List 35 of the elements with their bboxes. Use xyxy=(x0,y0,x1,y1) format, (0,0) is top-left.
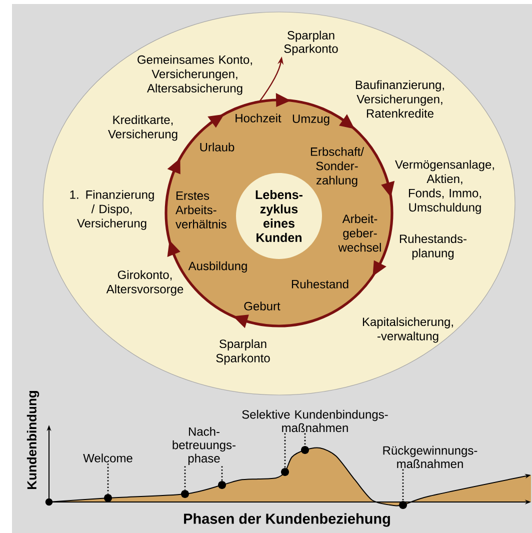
product-label: Baufinanzierung, Versicherungen, Ratenkredite xyxy=(356,80,444,118)
chart-dot xyxy=(218,481,226,489)
chart-dot xyxy=(399,501,407,509)
leader-line xyxy=(184,466,186,490)
product-label: Gemeinsames Konto, Versicherungen, Altersabsicherung xyxy=(138,55,252,95)
annotation-text: Selektive Kundenbindungs- maßnahmen xyxy=(242,410,388,432)
leader-line xyxy=(402,469,404,501)
annotation-text: Rückgewinnungs- maßnahmen xyxy=(383,446,478,468)
product-label: Vermögensanlage, Aktien, Fonds, Immo, Umschuldung xyxy=(395,160,494,214)
product-label: Sparplan Sparkonto xyxy=(216,339,270,365)
life-event-label: Arbeit- geber- wechsel xyxy=(338,214,381,252)
annotation-text: Welcome xyxy=(83,454,132,462)
chart-dot xyxy=(281,468,289,476)
leader-line xyxy=(221,466,223,481)
leader-line xyxy=(284,433,286,468)
leader-line xyxy=(304,433,306,446)
life-event-label: Ruhestand xyxy=(292,280,348,288)
life-event-label: Urlaub xyxy=(200,142,234,152)
product-label: Kapitalsicherung, -verwaltung xyxy=(362,317,453,343)
annotation-text: Nach- betreuungs- phase xyxy=(172,427,236,465)
life-event-label: Geburt xyxy=(244,302,280,310)
axis-title: Phasen der Kundenbeziehung xyxy=(184,513,390,527)
life-event-label: Hochzeit xyxy=(236,114,282,122)
product-label: Girokonto, Altersvorsorge xyxy=(106,270,184,296)
product-label: Ruhestands- planung xyxy=(400,234,466,260)
chart-dot xyxy=(181,490,189,498)
life-event-label: Ausbildung xyxy=(188,261,247,273)
life-event-label: Umzug xyxy=(292,114,330,126)
leader-line xyxy=(107,464,109,494)
chart-dot xyxy=(104,494,112,502)
axis-title: Kundenbindung xyxy=(26,391,40,489)
product-label: Kreditkarte, Versicherung xyxy=(108,115,178,141)
product-label: 1. Finanzierung / Dispo, Versicherung xyxy=(70,190,154,230)
chart-dot xyxy=(301,446,309,454)
annotation-text: Sparplan Sparkonto xyxy=(284,30,338,56)
